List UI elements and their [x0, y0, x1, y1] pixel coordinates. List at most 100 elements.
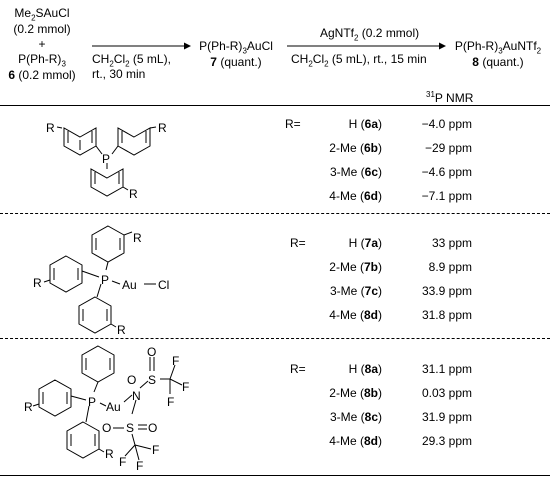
atom-o-lower-2: O [148, 421, 157, 435]
atom-s-lower: S [126, 421, 134, 435]
substituent-cell: 2-Me (7b) [329, 260, 382, 274]
chemical-shift: 31.1 ppm [421, 362, 472, 376]
compound-number: 7a [364, 236, 378, 250]
substituent-cell: 4-Me (8d) [329, 434, 382, 448]
substituent-cell: 2-Me (6b) [329, 141, 382, 155]
ring-top [81, 345, 115, 383]
ring-bottom [90, 168, 124, 197]
ring-left [63, 127, 97, 156]
compound-number: 8d [363, 434, 378, 448]
intermediate-label: 7 (quant.) [210, 55, 262, 69]
atom-r-left: R [46, 121, 55, 135]
chemical-shift: 0.03 ppm [421, 386, 472, 400]
ring-left [38, 379, 72, 417]
structure-gold-chloride: P Au Cl R R R [33, 225, 169, 337]
reagent-phosphine: P(Ph-R)3 [18, 52, 66, 69]
substituent-cell: H (8a) [348, 362, 382, 376]
reagent-amount-2: 6 (0.2 mmol) [8, 68, 76, 82]
substituent-cell: 4-Me (6d) [329, 189, 382, 203]
atom-p: P [101, 273, 109, 287]
atom-f-5: F [152, 443, 159, 457]
atom-r-left: R [33, 276, 42, 290]
atom-o-upper-2: O [127, 373, 136, 387]
reagent-amount-1: (0.2 mmol) [13, 22, 71, 36]
step1-time: rt., 30 min [92, 67, 146, 81]
compound-number: 7c [364, 284, 378, 298]
chemical-shift: 33 ppm [431, 236, 472, 250]
product-label: 8 (quant.) [472, 55, 524, 69]
ring-right [117, 127, 151, 156]
rule-top [0, 105, 550, 106]
substituent-cell: H (7a) [348, 236, 382, 250]
chemical-shift: 31.8 ppm [421, 308, 472, 322]
compound-number: 8b [363, 386, 378, 400]
atom-r-bottom: R [117, 323, 126, 337]
reagent-me2sauCl: Me2SAuCl [14, 6, 70, 23]
chemical-shift: 31.9 ppm [421, 410, 472, 424]
arrow-step2 [287, 42, 446, 50]
atom-p: P [102, 152, 110, 166]
arrow-step1 [92, 42, 191, 50]
ring-bottom [78, 296, 112, 334]
atom-f-1: F [172, 354, 179, 368]
atom-f-3: F [167, 395, 174, 409]
substituent-cell: 3-Me (6c) [329, 165, 382, 179]
step2-conditions: CH2Cl2 (5 mL), rt., 15 min [291, 52, 427, 69]
substituent-cell: 4-Me (8d) [329, 308, 382, 322]
atom-r-bottom: R [129, 187, 138, 201]
atom-r-top: R [133, 231, 142, 245]
chemical-shift: 8.9 ppm [428, 260, 472, 274]
rule-bottom [0, 475, 550, 476]
atom-o-upper: O [147, 345, 156, 359]
atom-o-lower-1: O [102, 421, 111, 435]
chemical-shift: −29 ppm [424, 141, 472, 155]
substituent-cell: 3-Me (7c) [329, 284, 382, 298]
compound-number: 8a [364, 362, 378, 376]
atom-f-2: F [182, 380, 189, 394]
atom-r-left: R [24, 400, 33, 414]
atom-s-upper: S [148, 373, 156, 387]
ring-bottom [66, 421, 100, 459]
r-label: R= [290, 362, 306, 376]
structure-phosphine: P R R R [46, 121, 167, 201]
r-label: R= [285, 117, 301, 131]
atom-au: Au [122, 278, 137, 292]
atom-f-6: F [136, 459, 143, 473]
compound-number: 8c [364, 410, 378, 424]
atom-au: Au [106, 400, 121, 414]
product-formula: P(Ph-R)3AuNTf2 [454, 39, 542, 56]
nmr-header: 31P NMR [426, 90, 474, 105]
step2-reagent: AgNTf2 (0.2 mmol) [320, 26, 420, 43]
chemical-shift: −7.1 ppm [421, 189, 472, 203]
atom-f-4: F [119, 455, 126, 469]
atom-cl: Cl [158, 278, 169, 292]
atom-n: N [132, 389, 141, 403]
atom-r-bottom: R [105, 447, 114, 461]
compound-number: 6c [364, 165, 378, 179]
compound-number: 6a [364, 117, 378, 131]
rule-divider-2 [0, 338, 550, 339]
chemical-shift: −4.0 ppm [421, 117, 472, 131]
ring-top [91, 225, 125, 263]
step1-solvent: CH2Cl2 (5 mL), [92, 52, 171, 69]
atom-r-right: R [158, 121, 167, 135]
rule-divider-1 [0, 213, 550, 214]
compound-number: 7b [363, 260, 378, 274]
atom-p: P [88, 395, 96, 409]
compound-number: 6d [363, 189, 378, 203]
plus-sign: + [38, 37, 46, 51]
ring-left [49, 255, 83, 293]
r-label: R= [290, 236, 306, 250]
chemical-shift: −4.6 ppm [421, 165, 472, 179]
substituent-cell: H (6a) [348, 117, 382, 131]
chemical-shift: 29.3 ppm [421, 434, 472, 448]
substituent-cell: 2-Me (8b) [329, 386, 382, 400]
substituent-cell: 3-Me (8c) [329, 410, 382, 424]
structure-gold-ntf2: P Au N S O O F F F S O O F F F R R [24, 345, 189, 473]
compound-number: 8d [363, 308, 378, 322]
chemical-shift: 33.9 ppm [421, 284, 472, 298]
intermediate-formula: P(Ph-R)3AuCl [199, 39, 273, 56]
compound-number: 6b [363, 141, 378, 155]
